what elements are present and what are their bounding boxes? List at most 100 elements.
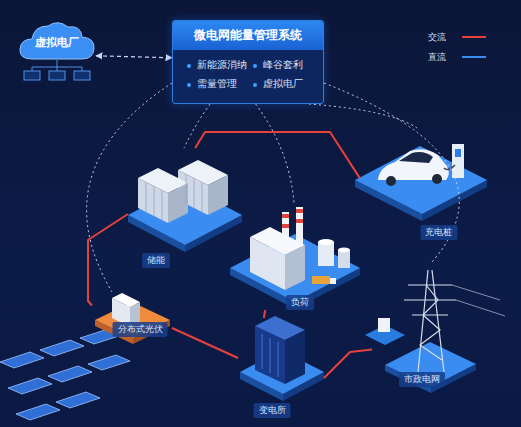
chimney-band <box>296 209 303 213</box>
label-wrap: 分布式光伏 <box>113 321 168 337</box>
cloud-outline <box>20 23 94 59</box>
device-label: 市政电网 <box>399 372 445 387</box>
container-side <box>208 175 228 215</box>
label-wrap: 充电桩 <box>420 224 457 240</box>
pv-node: 分布式光伏 <box>92 292 172 337</box>
cabinet-line <box>278 342 279 377</box>
tree-line <box>32 67 33 71</box>
storage-illustration <box>128 160 242 252</box>
tower-brace <box>420 285 442 360</box>
cloud-tree <box>24 60 90 80</box>
tower-arm <box>404 299 456 300</box>
legend-item: 直流 <box>428 47 486 67</box>
device-label: 变电所 <box>254 403 291 418</box>
charger-node: 充电桩 <box>360 128 487 240</box>
cabinet-line <box>270 338 271 373</box>
charger-post <box>452 144 464 178</box>
device-label: 分布式光伏 <box>113 322 168 337</box>
cabinet-lines <box>262 334 278 377</box>
device-label: 储能 <box>142 253 170 268</box>
ems-panel: 微电网能量管理系统新能源消纳峰谷套利需量管理虚拟电厂 <box>172 20 324 104</box>
stripe <box>146 182 147 212</box>
car-wheel <box>386 176 396 186</box>
solar-panel <box>56 392 100 408</box>
solar-panel <box>8 378 52 394</box>
solar-panel <box>40 340 84 356</box>
feature-grid: 新能源消纳峰谷套利需量管理虚拟电厂 <box>173 50 323 97</box>
tower-arm <box>408 284 452 285</box>
ac-line <box>172 328 238 358</box>
solar-panel <box>0 352 44 368</box>
substation-illustration <box>240 316 324 401</box>
server-box <box>74 71 90 80</box>
tree-line <box>57 60 58 67</box>
label-wrap: 储能 <box>142 252 170 268</box>
feature-item: 需量管理 <box>187 78 247 91</box>
solar-panel <box>48 366 92 382</box>
tank <box>338 250 350 268</box>
container-side <box>168 183 188 223</box>
grid-node: 市政电网 <box>372 262 472 387</box>
platform-top <box>95 302 170 338</box>
label-wrap: 负荷 <box>286 294 314 310</box>
building-side <box>285 245 305 290</box>
load-illustration <box>230 207 360 309</box>
chimney-band <box>296 219 303 223</box>
control-link <box>87 83 172 292</box>
legend-swatch <box>462 56 486 58</box>
label-wrap: 变电所 <box>254 402 291 418</box>
cloud-label: 虚拟电厂 <box>35 35 79 50</box>
truck-cab <box>330 278 336 284</box>
legend-text: 直流 <box>428 51 462 64</box>
grid-illustration <box>365 270 505 393</box>
truck <box>312 276 330 284</box>
tank-top <box>318 239 334 245</box>
substation-node: 变电所 <box>238 318 324 418</box>
car-window <box>399 152 433 163</box>
container-stripes <box>146 174 202 220</box>
charger-screen <box>455 149 461 157</box>
stripe <box>202 182 203 212</box>
charger-illustration <box>355 144 487 221</box>
data-link <box>96 56 172 58</box>
feature-item: 峰谷套利 <box>253 59 313 72</box>
power-wire <box>452 285 500 300</box>
chimney-band <box>282 214 289 218</box>
device-label: 负荷 <box>286 295 314 310</box>
storage-node: 储能 <box>128 148 240 268</box>
cabinet-line <box>262 334 263 369</box>
car-wheel <box>432 174 442 184</box>
load-node: 负荷 <box>242 205 358 310</box>
tree-line <box>57 67 58 71</box>
chimney-band <box>282 224 289 228</box>
charger-cable <box>444 165 455 169</box>
cloud-label-wrap: 虚拟电厂 <box>18 18 96 60</box>
cabinet-side <box>285 330 305 384</box>
meter-box <box>378 318 390 332</box>
pv-illustration <box>95 293 170 344</box>
feature-item: 新能源消纳 <box>187 59 247 72</box>
device-label: 充电桩 <box>420 225 457 240</box>
legend: 交流直流 <box>428 27 486 67</box>
tree-line <box>82 67 83 71</box>
tank <box>318 242 334 266</box>
control-link <box>309 104 417 128</box>
ac-line <box>195 132 360 178</box>
tank-top <box>338 248 350 253</box>
label-wrap: 市政电网 <box>399 371 445 387</box>
control-link <box>184 104 210 148</box>
ac-line <box>264 310 265 318</box>
solar-panel <box>88 355 130 370</box>
server-box <box>24 71 40 80</box>
cloud-node: 虚拟电厂 <box>18 18 96 60</box>
stripe <box>162 190 163 220</box>
legend-item: 交流 <box>428 27 486 47</box>
stripe <box>186 174 187 204</box>
panel-title: 微电网能量管理系统 <box>173 21 323 50</box>
control-link <box>256 104 295 205</box>
platform-top <box>385 342 476 387</box>
server-box <box>49 71 65 80</box>
feature-item: 虚拟电厂 <box>253 78 313 91</box>
legend-swatch <box>462 36 486 38</box>
